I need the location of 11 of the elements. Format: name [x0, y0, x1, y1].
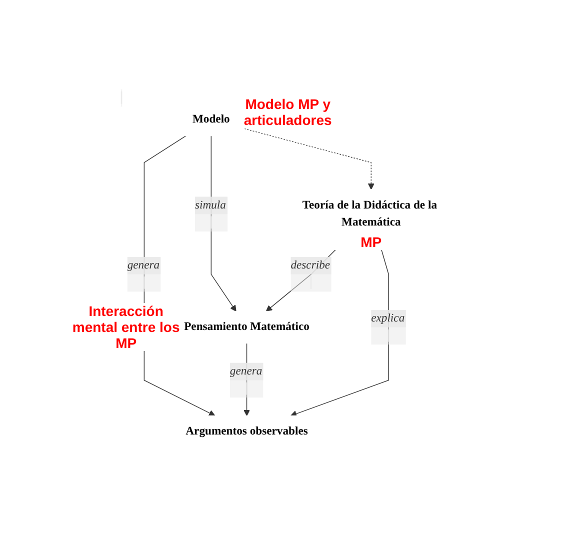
node-text: Modelo — [192, 113, 230, 126]
edge-label: genera — [230, 364, 262, 378]
node-caption: Interacción mental entre los MP — [72, 303, 180, 352]
arrow — [244, 128, 374, 190]
edge-label: describe — [290, 259, 330, 272]
node-text: Pensamiento Matemático — [184, 320, 310, 334]
edge-label: explica — [371, 312, 405, 324]
node-text: Argumentos observables — [186, 425, 308, 438]
edge-label: simula — [194, 198, 226, 212]
edge-label: genera — [127, 259, 160, 272]
node-text: Teoría de la Didáctica de la Matemática — [302, 198, 438, 229]
